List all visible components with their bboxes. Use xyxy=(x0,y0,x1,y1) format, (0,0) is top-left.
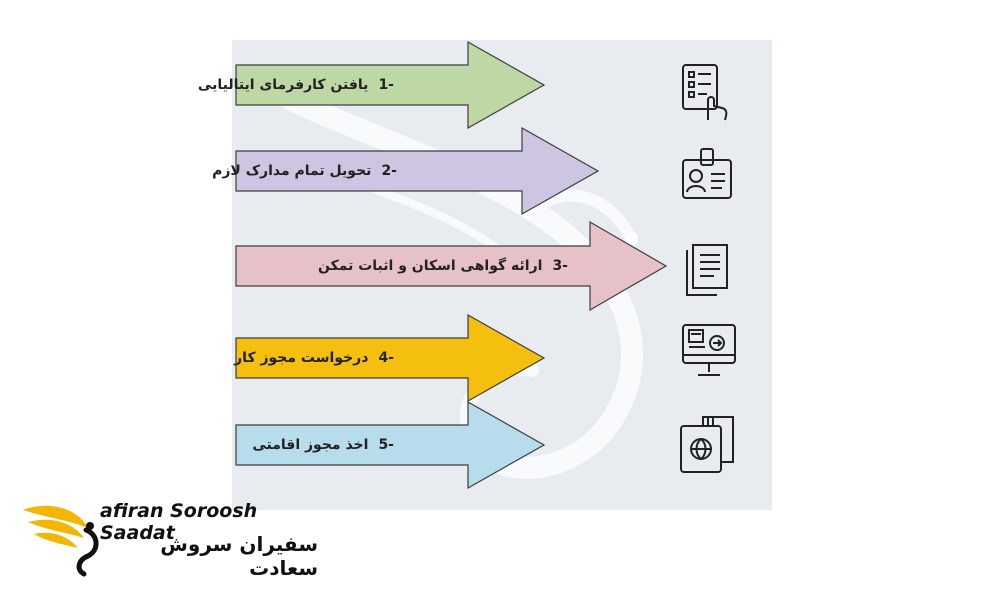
step-text: ارائه گواهی اسکان و اثبات تمکن xyxy=(317,258,543,274)
step-arrow-2: 2- تحویل تمام مدارک لازم xyxy=(212,126,600,216)
checklist-icon xyxy=(680,62,730,122)
step-text: یافتن کارفرمای ایتالیایی xyxy=(197,77,369,93)
wing-logo-icon xyxy=(23,505,99,577)
documents-icon xyxy=(683,242,731,298)
step-arrow-4: 4- درخواست مجوز کار xyxy=(234,313,546,403)
step-label-5: 5- اخذ مجوز اقامتی xyxy=(252,402,394,488)
step-label-2: 2- تحویل تمام مدارک لازم xyxy=(212,128,397,214)
monitor-icon xyxy=(680,322,738,380)
step-label-3: 3- ارائه گواهی اسکان و اثبات تمکن xyxy=(318,222,568,310)
step-number: 2- xyxy=(381,163,397,179)
step-arrow-1: 1- یافتن کارفرمای ایتالیایی xyxy=(198,40,546,130)
step-label-1: 1- یافتن کارفرمای ایتالیایی xyxy=(198,42,394,128)
passport-icon xyxy=(678,414,738,474)
step-number: 3- xyxy=(552,258,568,274)
brand-logo: afiran Soroosh Saadat سفیران سروش سعادت xyxy=(18,490,318,590)
brand-name-fa: سفیران سروش سعادت xyxy=(160,532,318,580)
step-text: تحویل تمام مدارک لازم xyxy=(212,163,372,179)
step-text: اخذ مجوز اقامتی xyxy=(252,437,369,453)
step-arrow-3: 3- ارائه گواهی اسکان و اثبات تمکن xyxy=(235,220,668,312)
step-text: درخواست مجوز کار xyxy=(234,350,369,366)
brand-name-en: afiran Soroosh Saadat xyxy=(100,500,258,544)
step-label-4: 4- درخواست مجوز کار xyxy=(234,315,394,401)
step-number: 4- xyxy=(378,350,394,366)
id-card-icon xyxy=(680,146,734,202)
step-arrow-5: 5- اخذ مجوز اقامتی xyxy=(235,400,546,490)
step-number: 1- xyxy=(378,77,394,93)
step-number: 5- xyxy=(378,437,394,453)
